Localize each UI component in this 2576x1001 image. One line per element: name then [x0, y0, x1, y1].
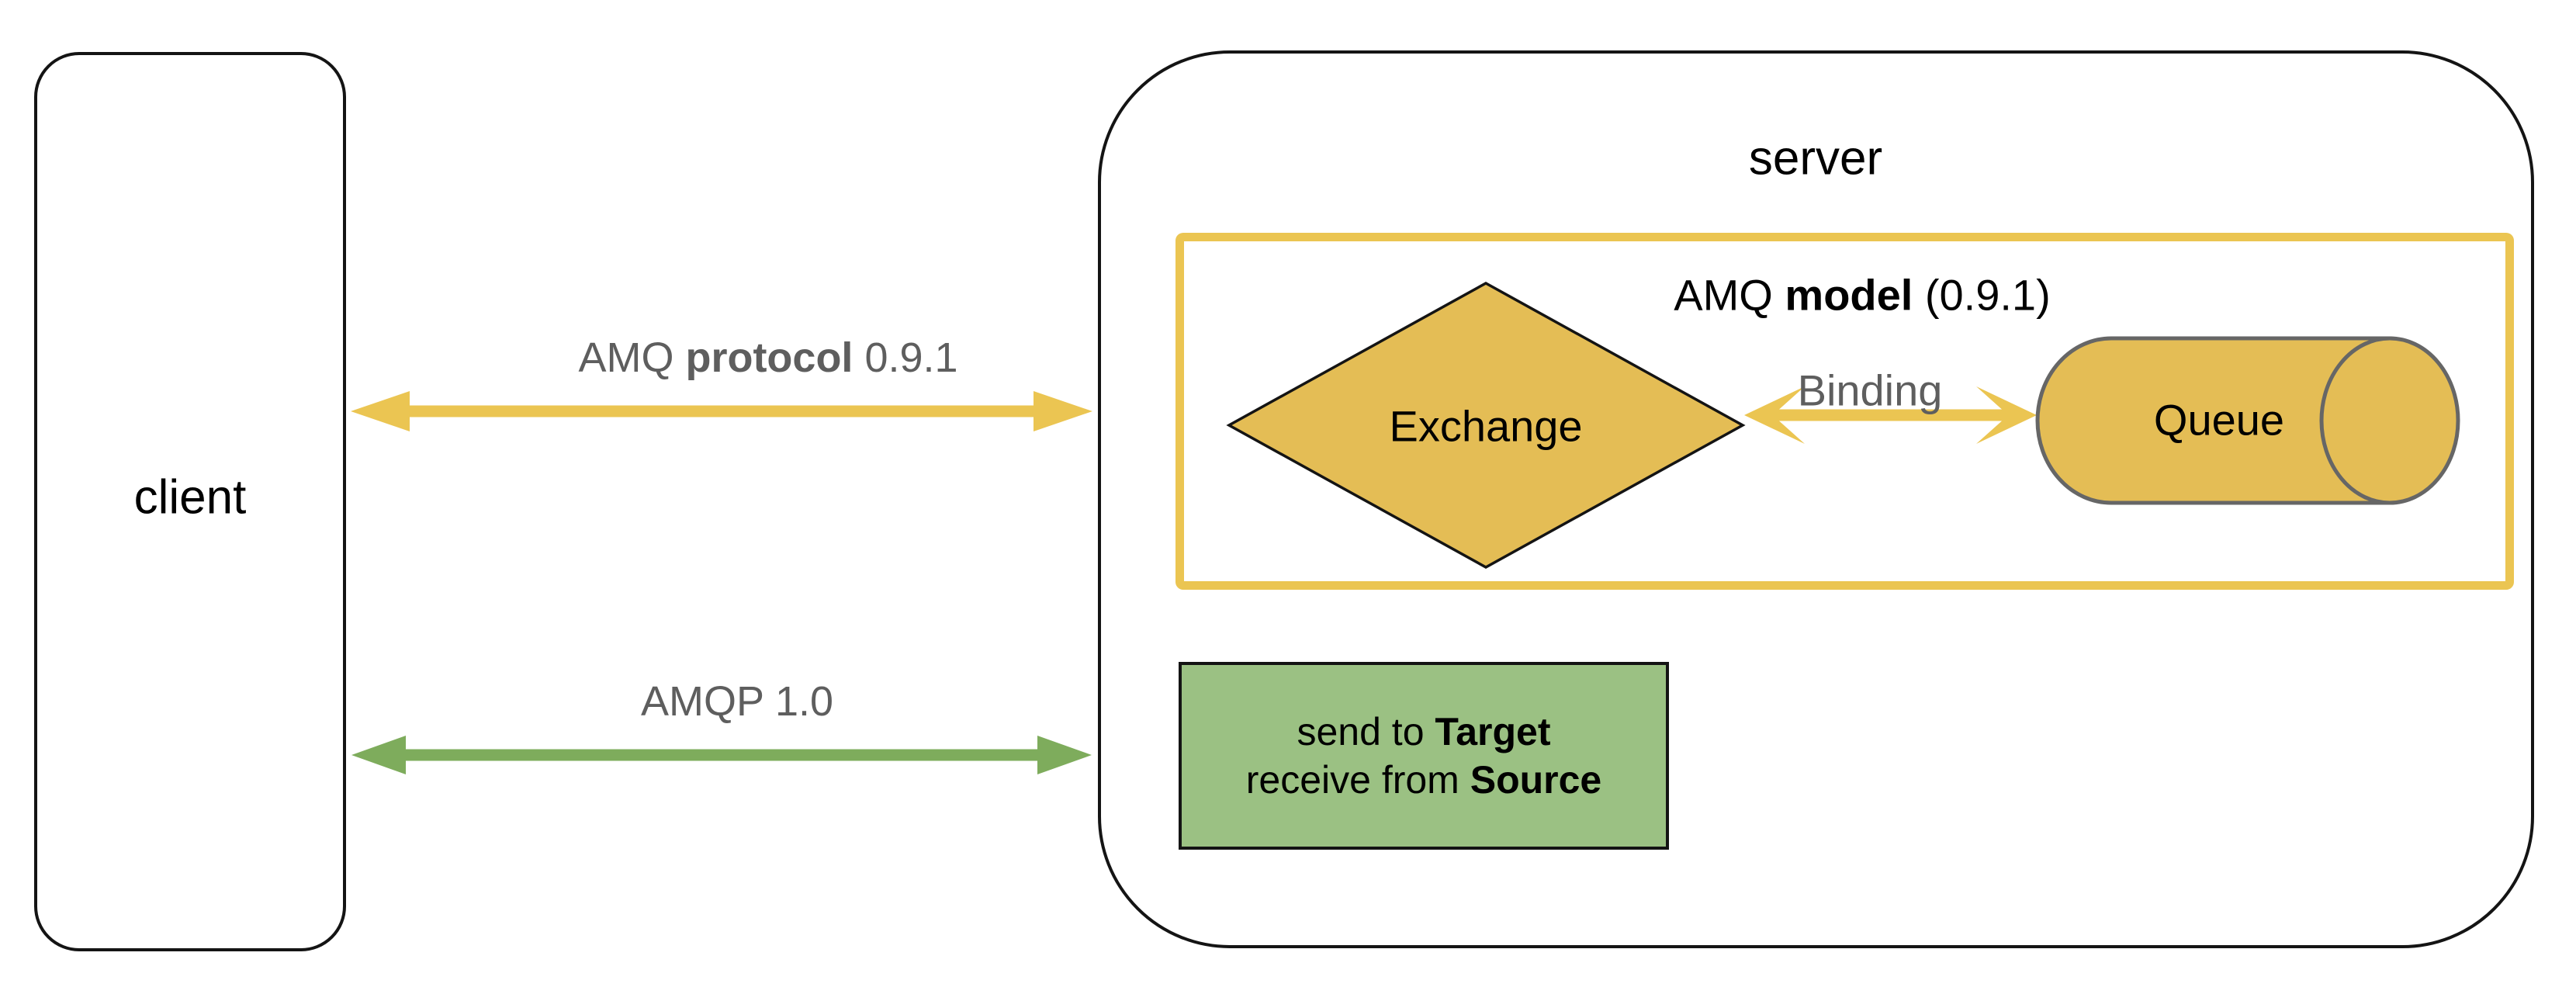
queue-label: Queue [2153, 395, 2285, 445]
protocol-label-bold: protocol [685, 334, 853, 381]
model-title-bold: model [1785, 270, 1913, 320]
queue-cylinder-body [2035, 336, 2392, 505]
queue-cylinder-end-cap [2319, 336, 2460, 505]
binding-double-arrow [1744, 386, 2037, 444]
exchange-label: Exchange [1389, 401, 1583, 451]
amqp-1-0-arrow-label: AMQP 1.0 [640, 678, 834, 725]
amqp-node-line2: receive from Source [1246, 756, 1601, 804]
amq-protocol-double-arrow [351, 391, 1092, 431]
client-node-box [34, 52, 346, 951]
model-title-version: (0.9.1) [1913, 270, 2051, 320]
amqp-node-line2-text: receive from [1245, 758, 1470, 802]
client-label: client [133, 470, 247, 525]
protocol-label-prefix: AMQ [578, 334, 686, 381]
exchange-diamond [1226, 282, 1746, 569]
amq-protocol-arrow-label: AMQ protocol 0.9.1 [578, 334, 957, 382]
model-title-prefix: AMQ [1674, 270, 1785, 320]
amqp-target-source-box: send to Target receive from Source [1179, 662, 1669, 850]
amqp-1-0-double-arrow [351, 736, 1092, 774]
binding-label: Binding [1797, 365, 1943, 415]
amqp-node-target-label: Target [1435, 710, 1551, 753]
amqp-node-source-label: Source [1470, 758, 1602, 802]
amq-model-title: AMQ model (0.9.1) [1674, 270, 2050, 320]
server-label: server [1748, 131, 1883, 185]
amqp-node-line1: send to Target [1297, 708, 1550, 756]
amq-model-box [1175, 233, 2514, 590]
protocol-label-version: 0.9.1 [853, 334, 958, 381]
amqp-node-line1-text: send to [1297, 710, 1435, 753]
